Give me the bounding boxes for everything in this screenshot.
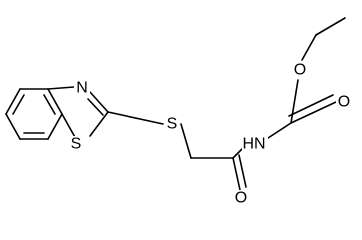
atom-label-o-amide: O xyxy=(235,190,247,207)
side-chain xyxy=(107,17,346,191)
double-bond-inner xyxy=(288,94,334,117)
bond xyxy=(47,86,75,90)
atom-label-s-ring: S xyxy=(71,136,82,153)
atom-labels: N S S HN O O O xyxy=(68,62,352,207)
bond xyxy=(47,113,63,140)
bond xyxy=(180,123,192,159)
bond xyxy=(89,91,109,113)
atom-label-s-thio: S xyxy=(167,116,178,133)
double-bond-inner xyxy=(12,94,25,115)
double-bond-inner xyxy=(43,94,56,115)
benzene-ring xyxy=(5,88,63,140)
chemical-structure-diagram: N S S HN O O O xyxy=(5,17,352,207)
atom-label-n: N xyxy=(76,80,88,97)
bond xyxy=(107,111,164,125)
bond xyxy=(315,17,346,36)
atom-label-o-ester: O xyxy=(294,62,306,79)
bond xyxy=(290,101,337,124)
bond xyxy=(232,157,241,191)
bond xyxy=(290,79,299,124)
atom-label-o-carbonyl-ester: O xyxy=(338,94,350,111)
bond xyxy=(301,34,317,61)
bond xyxy=(47,88,63,115)
thiazole-ring xyxy=(47,86,109,140)
bond xyxy=(5,113,21,140)
bond xyxy=(264,122,292,141)
bond xyxy=(61,113,77,140)
bond xyxy=(5,88,21,115)
atom-label-nh: HN xyxy=(242,136,265,153)
double-bond-inner xyxy=(238,154,247,188)
bond xyxy=(89,111,109,137)
bond xyxy=(232,147,244,159)
double-bond-inner xyxy=(87,98,104,116)
